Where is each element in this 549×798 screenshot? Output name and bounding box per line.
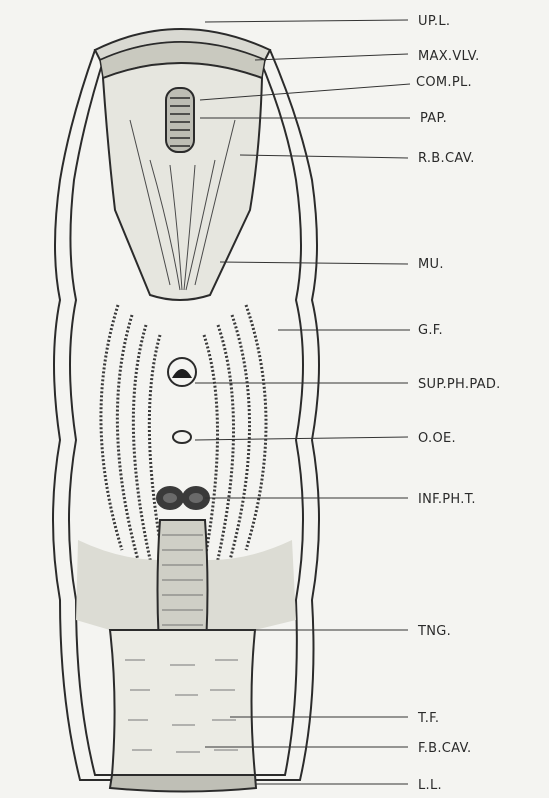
label-papillae: PAP.	[420, 111, 447, 126]
lower-lip	[110, 775, 256, 792]
label-food-buccal-cavity: F.B.CAV.	[418, 741, 471, 756]
label-inferior-pharyngeal-teeth: INF.PH.T.	[418, 492, 476, 507]
label-lower-lip: L.L.	[418, 778, 442, 793]
label-gill-filaments: G.F.	[418, 323, 443, 338]
gill-filaments-left	[101, 305, 166, 575]
label-superior-pharyngeal-pad: SUP.PH.PAD.	[418, 377, 501, 392]
label-comb-plate: COM.PL.	[416, 75, 472, 90]
label-tongue-fold: T.F.	[417, 711, 439, 726]
label-oesophagus-opening: O.OE.	[418, 431, 456, 446]
label-upper-lip: UP.L.	[418, 14, 450, 29]
food-buccal-cavity	[110, 630, 255, 775]
label-respiratory-buccal-cavity: R.B.CAV.	[418, 151, 475, 166]
label-tongue: TNG.	[417, 624, 451, 639]
label-maxillary-valve: MAX.VLV.	[418, 49, 480, 64]
oesophagus-opening	[173, 431, 191, 443]
label-muscle: MU.	[418, 257, 444, 272]
inferior-pharyngeal-teeth	[156, 486, 210, 510]
